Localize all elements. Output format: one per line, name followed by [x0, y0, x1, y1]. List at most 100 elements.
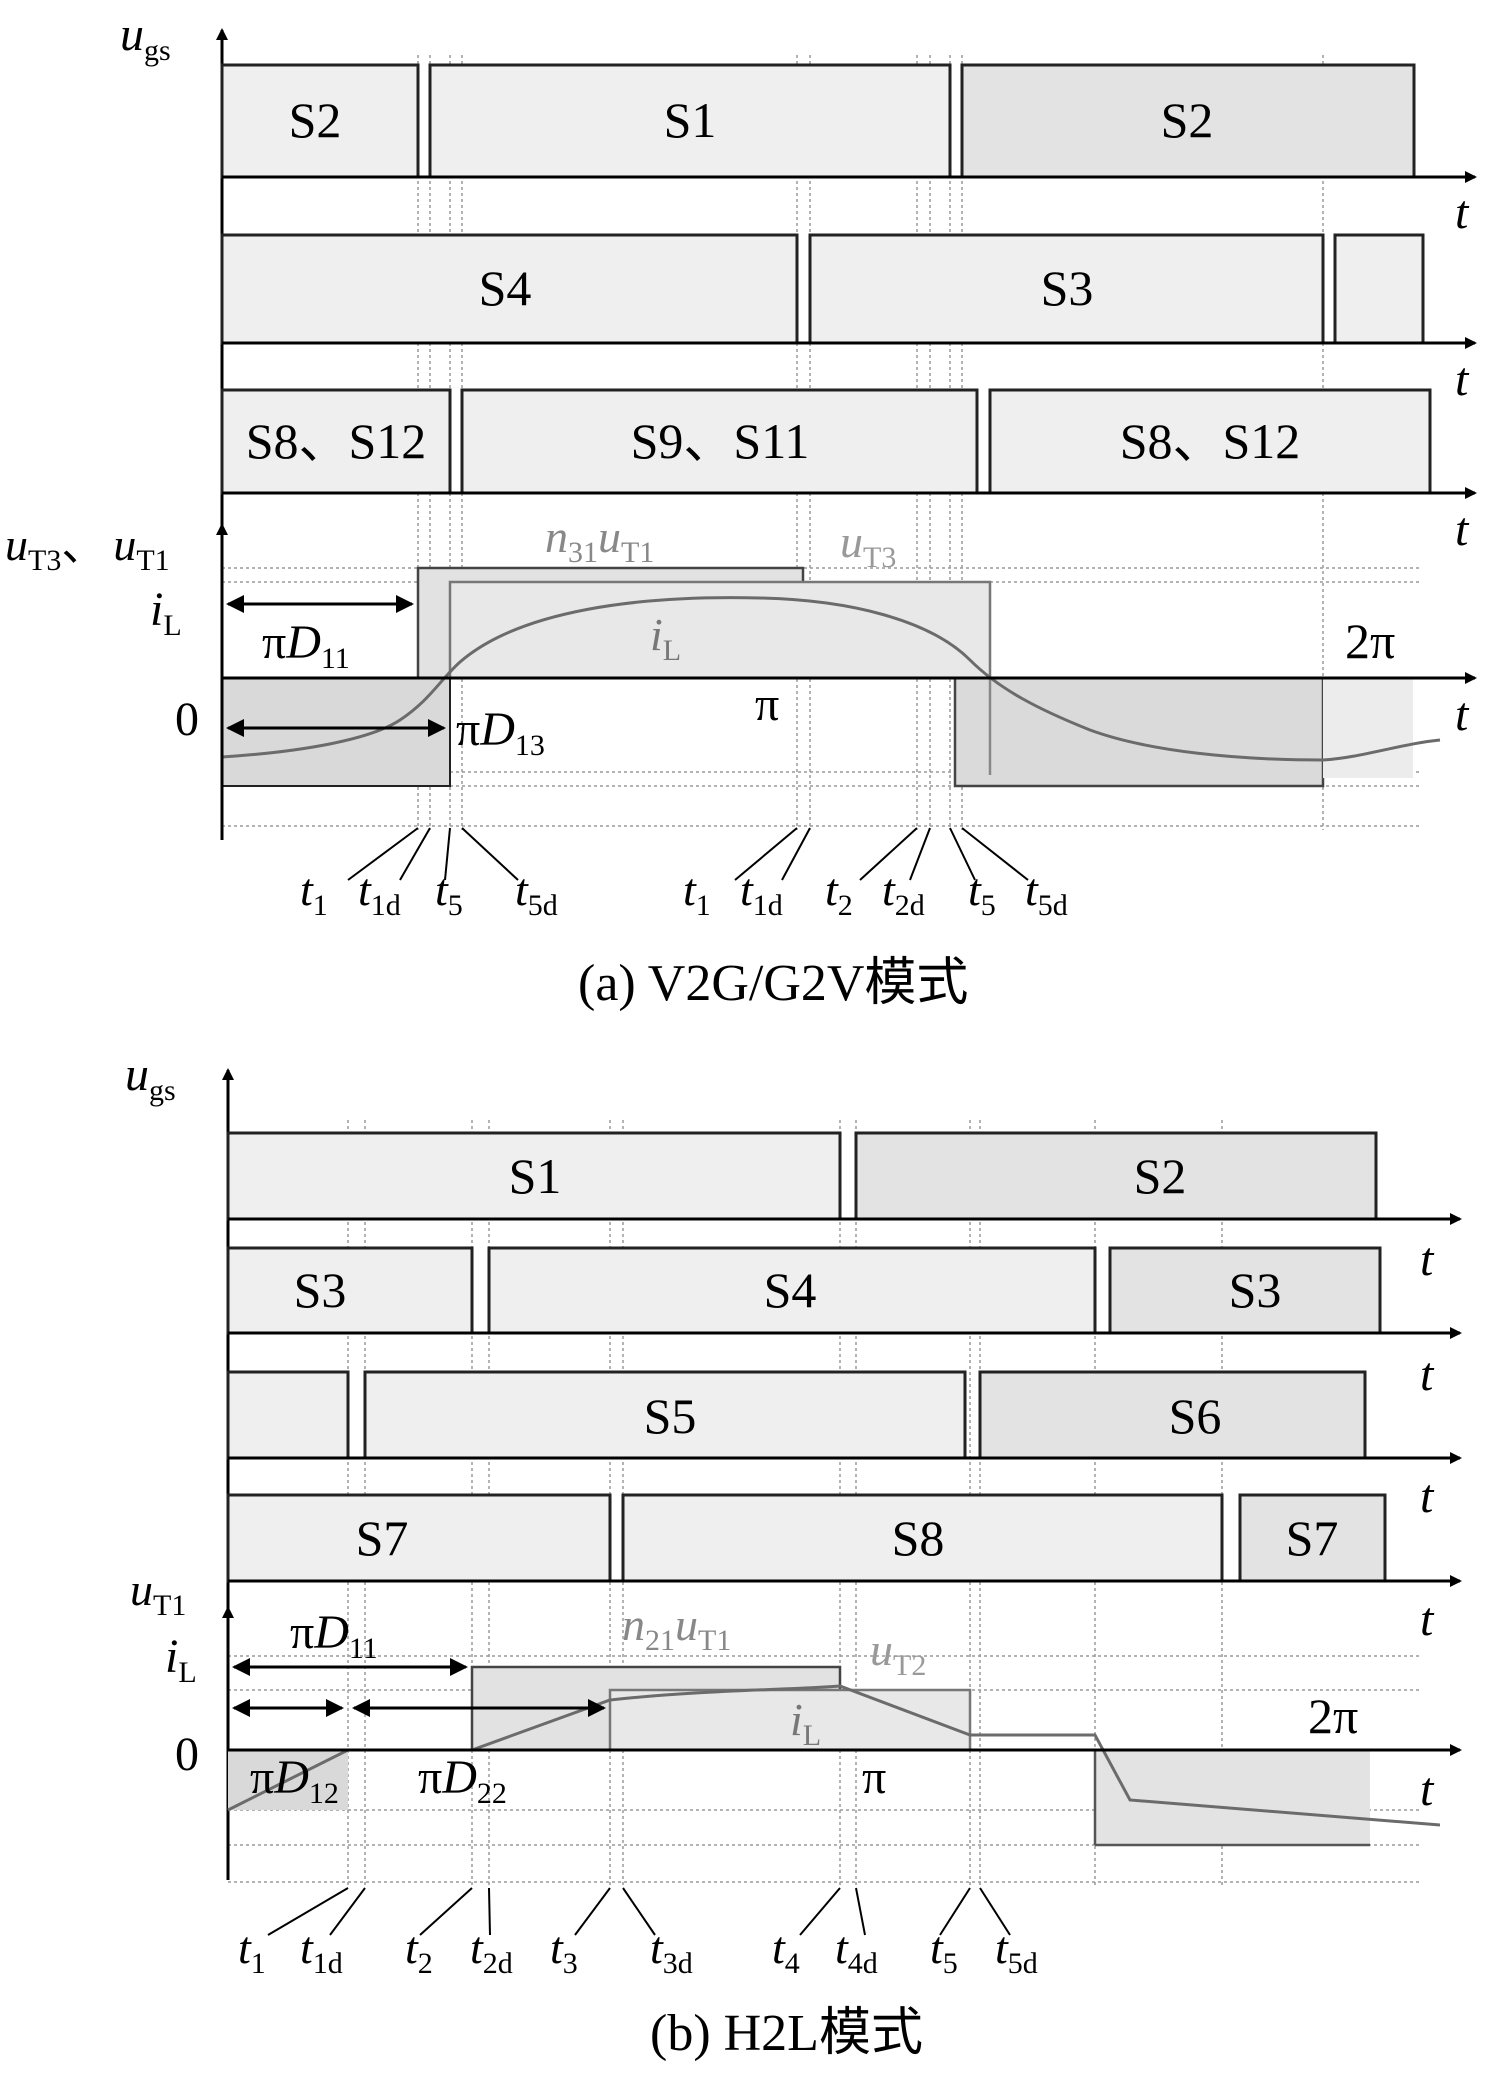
iL-inner-label-b: iL	[790, 1694, 821, 1752]
gate-box-s3-a	[808, 233, 1325, 345]
tick-a-t1: t1	[300, 864, 328, 922]
label-s2-a1: S2	[289, 92, 342, 148]
label-s3-b2: S3	[1229, 1262, 1282, 1318]
panel-b: ugs S1 S2 t S3 S4 S3 t S5 S6	[125, 1048, 1462, 2062]
label-s2-a2: S2	[1161, 92, 1214, 148]
label-s1-b: S1	[509, 1148, 562, 1204]
pi-label-a: π	[755, 678, 779, 731]
tick-a-t2: t2	[825, 864, 853, 922]
t-label-a3: t	[1455, 503, 1470, 556]
tick-b-t5: t5	[930, 1922, 958, 1980]
tick-a-t2d: t2d	[882, 864, 925, 922]
gate-box-s4-a	[220, 233, 799, 345]
t-label-b2: t	[1420, 1348, 1435, 1401]
gate-box-s2-a1	[220, 63, 420, 179]
gate-box-s4-b	[487, 1246, 1097, 1335]
tick-b-t3d: t3d	[650, 1922, 693, 1980]
n21-uT1-label-b: n21uT1	[622, 1599, 731, 1657]
tick-b-t4: t4	[772, 1922, 800, 1980]
iL-axis-label-a: iL	[150, 583, 182, 642]
tick-a-t5d-2: t5d	[1025, 864, 1068, 922]
tick-b-t3: t3	[550, 1922, 578, 1980]
tick-a-t1d: t1d	[358, 864, 401, 922]
label-s5-b: S5	[644, 1388, 697, 1444]
zero-label-a: 0	[175, 693, 199, 746]
tick-a-t1-2: t1	[683, 864, 711, 922]
label-s2-b: S2	[1134, 1148, 1187, 1204]
label-s4-b: S4	[764, 1262, 817, 1318]
tick-b-t2: t2	[405, 1922, 433, 1980]
iL-axis-label-b: iL	[165, 1630, 197, 1689]
ugs-label-a: ugs	[120, 8, 171, 67]
row3-b: S5 S6 t	[226, 1370, 1462, 1523]
n31-uT1-label-a: n31uT1	[545, 511, 654, 569]
ugs-label-b: ugs	[125, 1048, 176, 1107]
gate-box-s2-b	[854, 1131, 1378, 1221]
label-s4-a: S4	[479, 260, 532, 316]
tick-b-t1d: t1d	[300, 1922, 343, 1980]
gate-box-s4-a2	[1333, 233, 1425, 345]
label-s8-b: S8	[892, 1510, 945, 1566]
tick-leaders-a	[347, 827, 1029, 881]
piD11-label-b: πD11	[290, 1606, 378, 1665]
label-s3-b1: S3	[294, 1262, 347, 1318]
gate-box-s8s12-a1	[220, 388, 452, 495]
iL-inner-label-a: iL	[650, 609, 681, 667]
uT3-label-a: uT3	[840, 516, 896, 574]
tick-a-t5: t5	[435, 864, 463, 922]
uT3-uT1-axis-label-a: uT3、uT1	[5, 519, 170, 577]
piD13-label-a: πD13	[456, 703, 545, 762]
row2-b: S3 S4 S3 t	[226, 1246, 1462, 1401]
pi-label-b: π	[862, 1751, 886, 1804]
uT2-box-b	[608, 1688, 972, 1752]
row2-a: S4 S3 t	[220, 233, 1477, 406]
iL-curve-b	[227, 1684, 1441, 1827]
t-label-a4: t	[1455, 688, 1470, 741]
t-label-b5: t	[1420, 1763, 1435, 1816]
gate-box-s6-b1	[226, 1370, 350, 1460]
tick-leaders-b	[267, 1887, 1011, 1936]
row1-b: S1 S2 t	[226, 1131, 1462, 1286]
tick-b-t5d: t5d	[995, 1922, 1038, 1980]
label-s7-b2: S7	[1286, 1510, 1339, 1566]
piD22-label-b: πD22	[418, 1751, 507, 1810]
label-s3-a: S3	[1041, 260, 1094, 316]
piD11-label-a: πD11	[262, 616, 350, 675]
tick-labels-a: t1 t1d t5 t5d t1 t1d t2 t2d t5 t5d	[300, 864, 1068, 922]
tick-a-t1d-2: t1d	[740, 864, 783, 922]
uT1-axis-label-b: uT1	[130, 1564, 186, 1622]
uT2-neg-box-b	[1095, 1750, 1370, 1845]
label-s7-b1: S7	[356, 1510, 409, 1566]
gate-box-s7-b1	[226, 1493, 612, 1583]
caption-a: (a) V2G/G2V模式	[578, 955, 968, 1012]
label-s1-a: S1	[664, 92, 717, 148]
label-s6-b: S6	[1169, 1388, 1222, 1444]
row3-a: S8、S12 S9、S11 S8、S12 t	[220, 388, 1477, 556]
uT2-label-b: uT2	[870, 1624, 926, 1682]
tick-b-t4d: t4d	[835, 1922, 878, 1980]
caption-b: (b) H2L模式	[650, 2005, 923, 2062]
zero-label-b: 0	[175, 1728, 199, 1781]
gate-box-s2-a2	[960, 63, 1416, 179]
gate-box-s1-a	[428, 63, 952, 179]
tick-labels-b: t1 t1d t2 t2d t3 t3d t4 t4d t5 t5d	[238, 1922, 1038, 1980]
label-s8s12-a1: S8、S12	[246, 413, 427, 469]
row1-a: S2 S1 S2 t	[220, 63, 1477, 239]
t-label-b3: t	[1420, 1470, 1435, 1523]
panel-a: ugs S2 S1 S2 t S4 S3 t S8	[5, 8, 1477, 1012]
label-s9s11-a: S9、S11	[631, 413, 810, 469]
tick-b-t2d: t2d	[470, 1922, 513, 1980]
t-label-b4: t	[1420, 1593, 1435, 1646]
waveform-b: t uT1 iL 0 n21uT1 uT2 iL π 2π πD11 πD12 …	[130, 1564, 1462, 2062]
gate-box-s3-b1	[226, 1246, 474, 1335]
gate-box-s1-b	[226, 1131, 842, 1221]
tick-a-t5d: t5d	[515, 864, 558, 922]
t-label-b1: t	[1420, 1233, 1435, 1286]
uT3-neg-box-a	[953, 676, 1325, 788]
waveform-a: t uT3、uT1 iL 0 n31uT1 uT3 iL π 2π πD11 π…	[5, 511, 1477, 1012]
tick-b-t1: t1	[238, 1922, 266, 1980]
row4-b: S7 S8 S7 t	[226, 1493, 1462, 1646]
piD12-label-b: πD12	[250, 1751, 339, 1810]
tick-a-t5-2: t5	[968, 864, 996, 922]
